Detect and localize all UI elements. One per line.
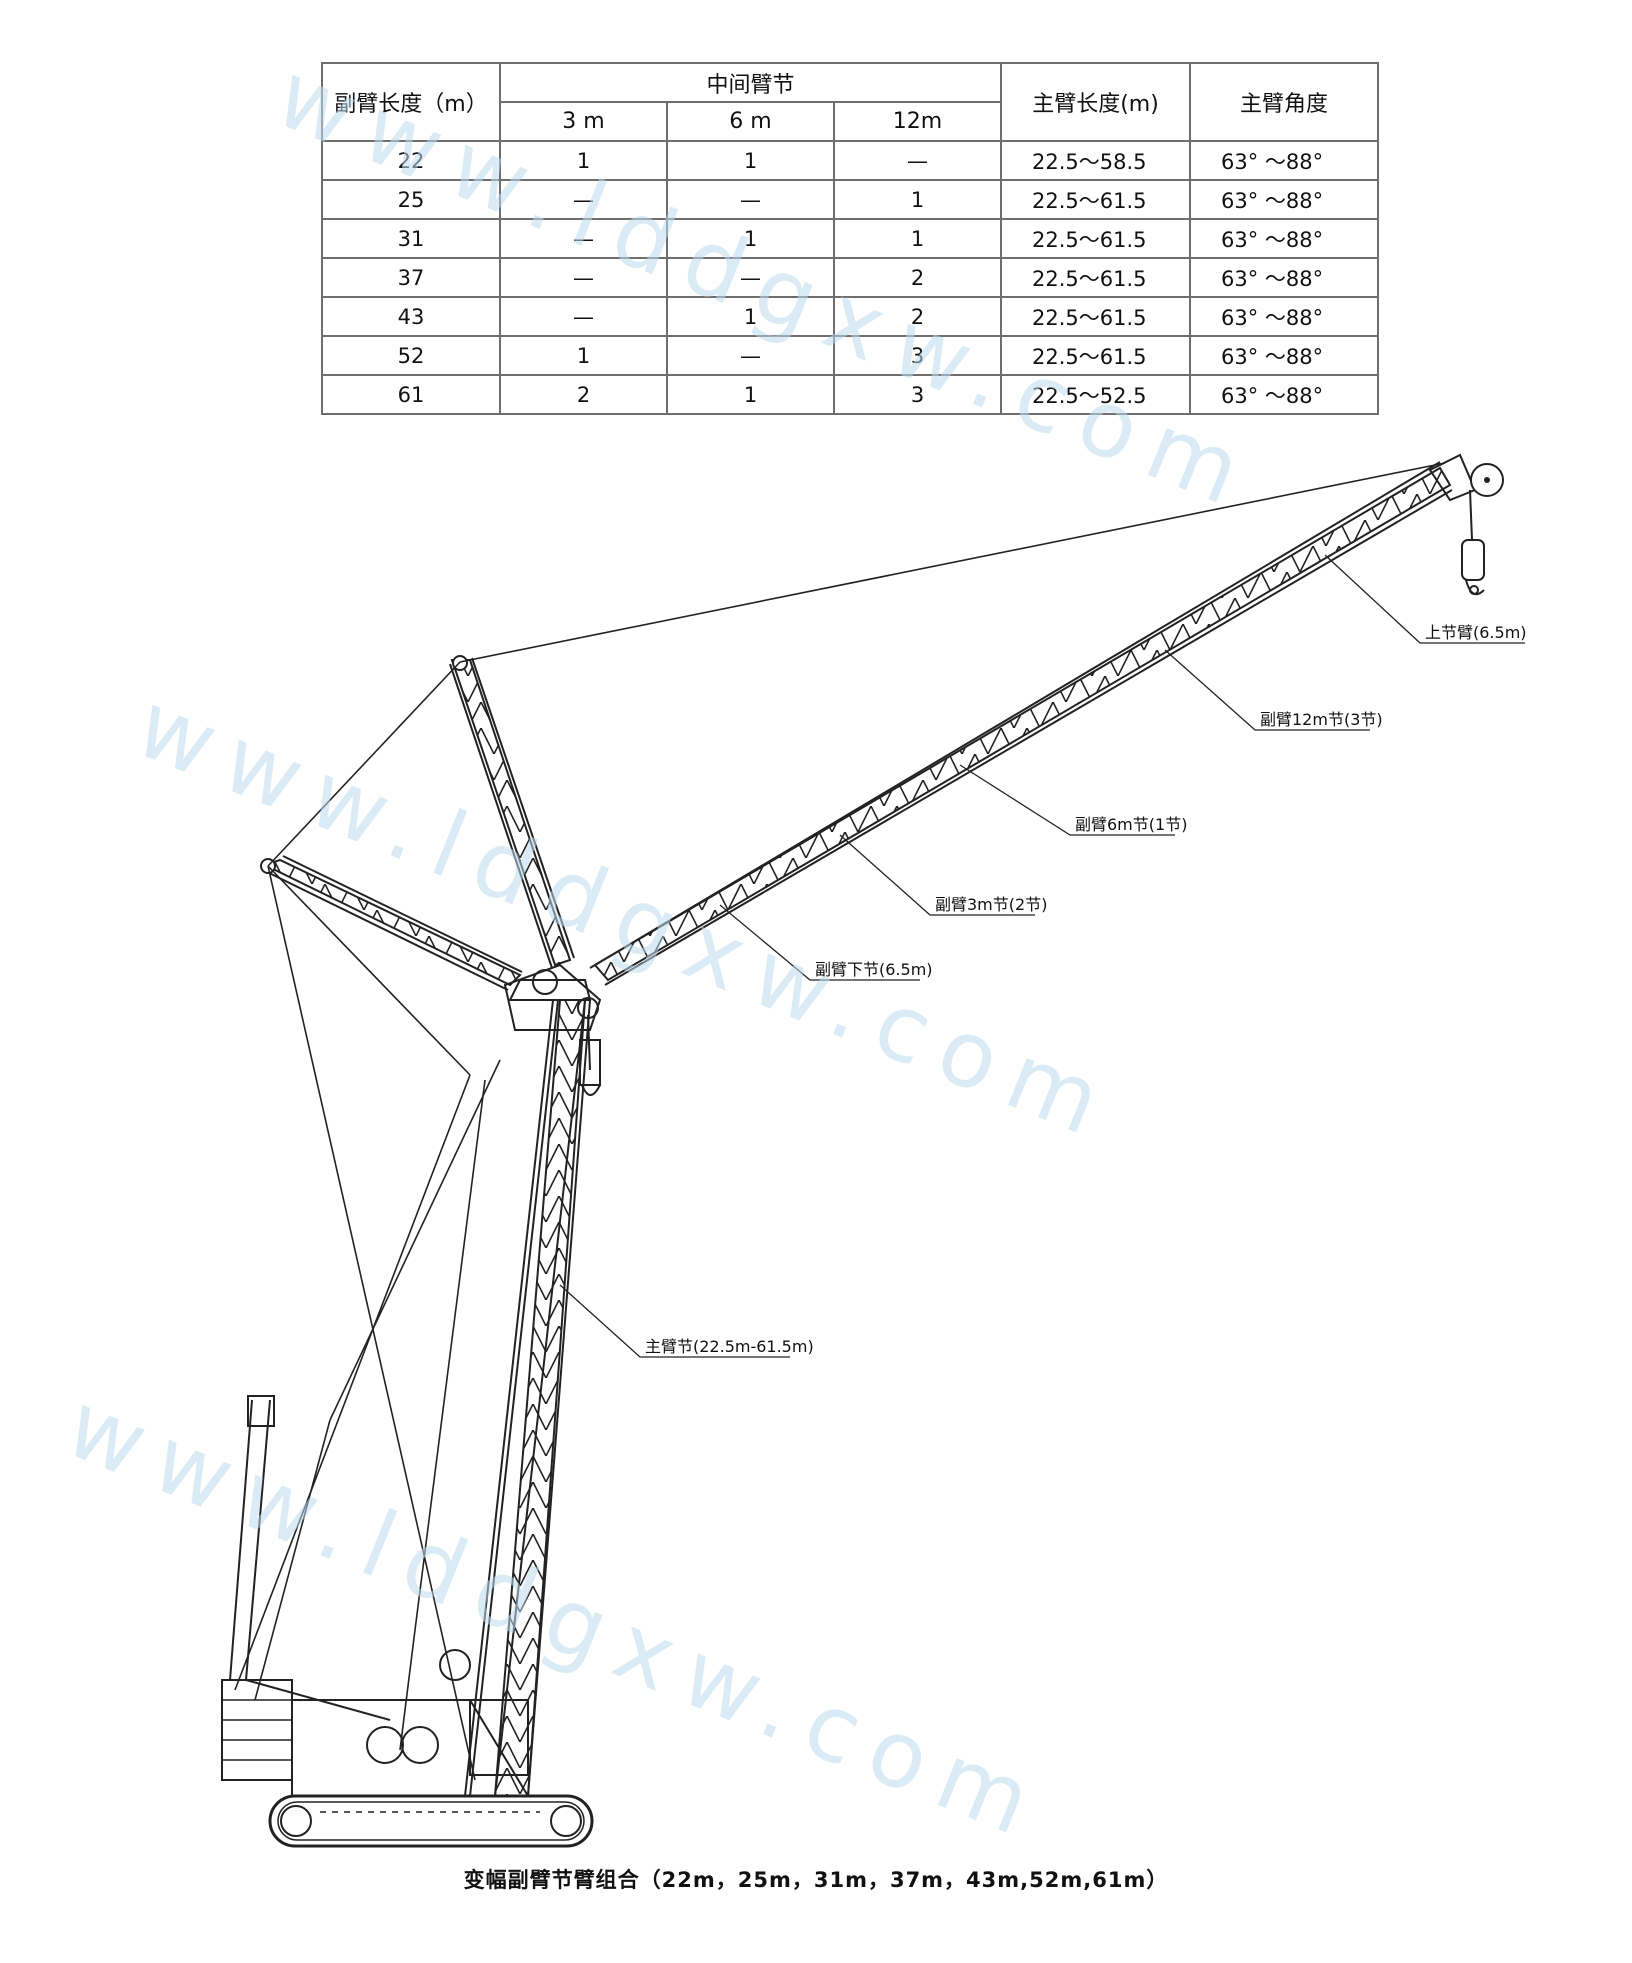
table-cell: 22.5～61.5 (1000, 257, 1192, 298)
table-cell: 61 (321, 374, 501, 415)
diagram-caption: 变幅副臂节臂组合（22m，25m，31m，37m，43m,52m,61m） (463, 1868, 1169, 1892)
table-cell: 22.5～52.5 (1000, 374, 1192, 415)
boom-head (503, 963, 602, 1096)
table-cell: 2 (499, 374, 668, 415)
table-cell: 1 (666, 296, 835, 337)
header-intermediate: 中间臂节 (498, 62, 1003, 103)
table-cell: 52 (321, 335, 501, 376)
table-cell: 1 (666, 218, 835, 259)
table-cell: — (499, 296, 668, 337)
table-cell: 22.5～61.5 (1000, 335, 1192, 376)
label-jib-12m: 副臂12m节(3节) (1260, 710, 1383, 729)
table-cell: 1 (832, 179, 1003, 220)
table-cell: 3 (832, 335, 1003, 376)
table-cell: 1 (666, 374, 835, 415)
label-jib-lower: 副臂下节(6.5m) (815, 960, 933, 979)
table-cell: 1 (832, 218, 1003, 259)
table-cell: — (666, 335, 835, 376)
table-cell: 1 (499, 140, 668, 181)
header-sub-6m: 6 m (666, 101, 835, 142)
table-cell: 63° ～88° (1189, 179, 1380, 220)
header-main-length: 主臂长度(m) (1000, 62, 1192, 142)
table-cell: 37 (321, 257, 501, 298)
header-main-angle: 主臂角度 (1189, 62, 1380, 142)
header-sub-12m: 12m (832, 101, 1003, 142)
label-top-section: 上节臂(6.5m) (1425, 623, 1527, 642)
table-cell: 63° ～88° (1189, 218, 1380, 259)
table-cell: 63° ～88° (1189, 335, 1380, 376)
label-jib-3m: 副臂3m节(2节) (935, 895, 1047, 914)
configuration-table: 副臂长度（m） 中间臂节 主臂长度(m) 主臂角度 3 m 6 m 12m 22… (321, 62, 1380, 415)
label-main-boom: 主臂节(22.5m-61.5m) (645, 1337, 814, 1356)
crawler-track (268, 1794, 594, 1848)
back-mast (229, 1395, 391, 1721)
hook-block (1461, 489, 1485, 596)
table-cell: 1 (499, 335, 668, 376)
table-cell: — (666, 257, 835, 298)
label-jib-6m: 副臂6m节(1节) (1075, 815, 1187, 834)
table-cell: 25 (321, 179, 501, 220)
table-cell: 43 (321, 296, 501, 337)
header-sub-3m: 3 m (499, 101, 668, 142)
luffing-jib (589, 453, 1504, 986)
header-jib-length: 副臂长度（m） (321, 62, 501, 142)
table-cell: 22 (321, 140, 501, 181)
table-cell: — (832, 140, 1003, 181)
table-cell: 22.5～58.5 (1000, 140, 1192, 181)
table-cell: 22.5～61.5 (1000, 296, 1192, 337)
table-cell: 2 (832, 296, 1003, 337)
table-cell: 2 (832, 257, 1003, 298)
table-cell: — (499, 257, 668, 298)
table-cell: 1 (666, 140, 835, 181)
table-cell: 63° ～88° (1189, 296, 1380, 337)
table-cell: 63° ～88° (1189, 374, 1380, 415)
table-cell: 63° ～88° (1189, 140, 1380, 181)
table-cell: — (499, 179, 668, 220)
upper-strut (449, 655, 575, 969)
table-cell: 3 (832, 374, 1003, 415)
pendant-lines (234, 462, 1446, 1781)
table-cell: — (499, 218, 668, 259)
table-cell: 22.5～61.5 (1000, 179, 1192, 220)
main-boom (463, 979, 592, 1797)
leader-lines (559, 554, 1525, 1358)
table-cell: 63° ～88° (1189, 257, 1380, 298)
table-cell: 22.5～61.5 (1000, 218, 1192, 259)
table-cell: 31 (321, 218, 501, 259)
table-cell: — (666, 179, 835, 220)
mast-strut (260, 855, 523, 991)
